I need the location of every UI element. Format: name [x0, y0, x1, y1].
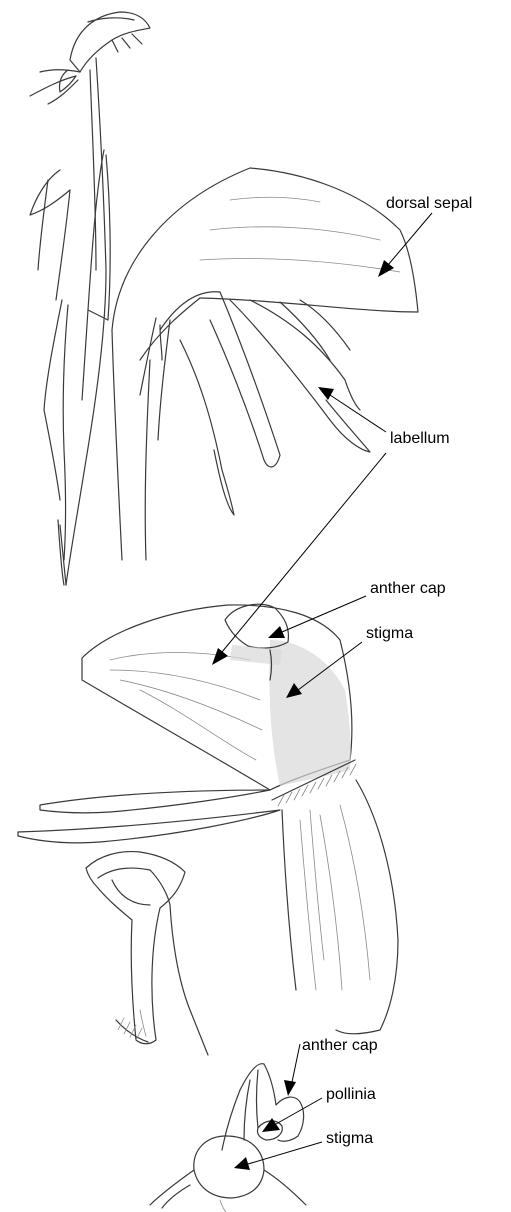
arrowhead-labellum-upper [318, 387, 334, 400]
label-anther-cap-1: anther cap [370, 580, 446, 597]
arrowhead-pollinia [262, 1118, 280, 1132]
arrowhead-anther-cap-1 [268, 626, 285, 638]
arrowhead-labellum-lower [212, 648, 228, 665]
label-labellum: labellum [390, 430, 450, 447]
label-stigma-2: stigma [326, 1130, 373, 1147]
column-front-view-drawing [18, 604, 398, 1034]
label-pollinia: pollinia [326, 1086, 376, 1103]
flower-side-view-drawing [112, 168, 418, 560]
leader-anther-cap-1 [282, 596, 366, 632]
leader-pollinia [276, 1098, 322, 1124]
column-detail-drawing [86, 852, 208, 1055]
leader-anther-cap-2 [292, 1044, 300, 1082]
label-dorsal-sepal: dorsal sepal [386, 195, 472, 212]
leader-labellum-upper [330, 395, 386, 432]
leader-stigma-2 [248, 1142, 322, 1164]
whole-plant-drawing [30, 12, 150, 585]
label-anther-cap-2: anther cap [302, 1037, 378, 1054]
pollinia-detail-drawing [150, 1064, 306, 1212]
arrowhead-stigma-2 [234, 1157, 250, 1170]
arrowhead-anther-cap-2 [284, 1080, 296, 1096]
label-stigma-1: stigma [366, 625, 413, 642]
